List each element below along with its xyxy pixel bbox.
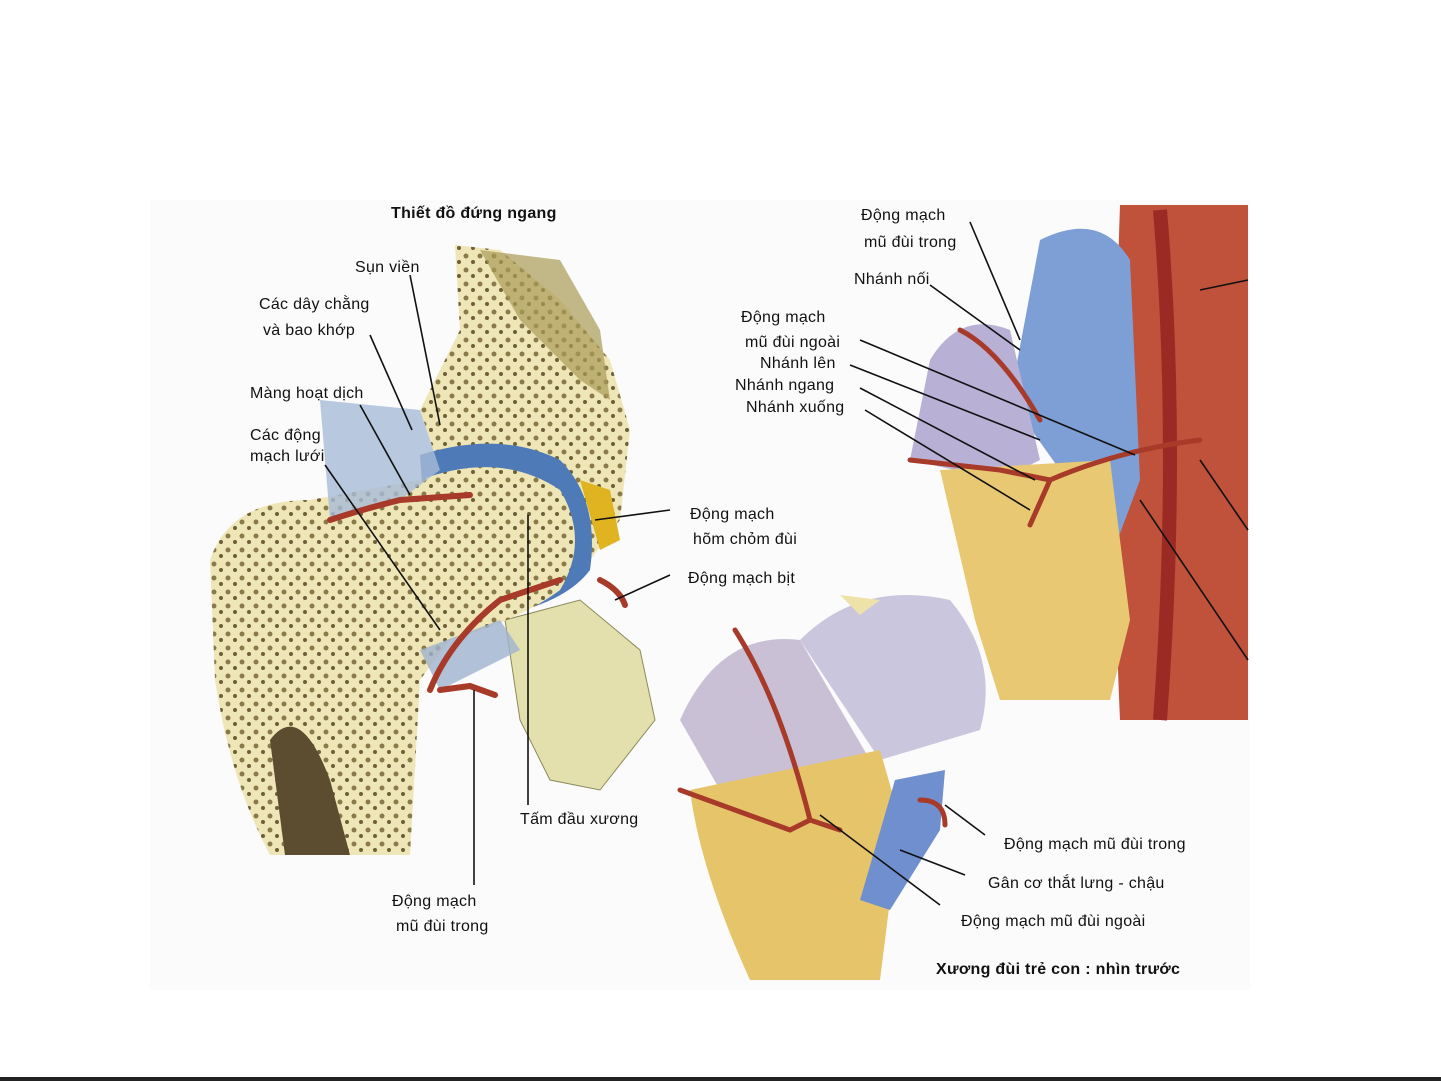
label-dm-mu-dui-trong-bottom: Động mạch mũ đùi trong (1004, 836, 1186, 853)
label-dm-bit: Động mạch bịt (688, 570, 796, 587)
label-dm-hom-chom-line1: Động mạch (690, 506, 775, 523)
arteries-right-bottom (677, 627, 948, 833)
label-dong-mach-luoi-line1: Các động (250, 427, 321, 444)
label-day-chang-line1: Các dây chằng (259, 296, 370, 313)
label-nhanh-xuong: Nhánh xuống (746, 399, 845, 416)
femoral-head-child (800, 595, 986, 760)
leader-lines (324, 221, 1249, 906)
child-femur-view (677, 595, 986, 980)
label-dm-mu-dui-trong-right-line2: mũ đùi trong (864, 234, 957, 251)
label-nhanh-ngang: Nhánh ngang (735, 377, 835, 394)
label-dm-mu-dui-ngoai-bottom: Động mạch mũ đùi ngoài (961, 913, 1146, 930)
label-dong-mach-luoi-line2: mạch lưới (250, 448, 325, 465)
title-child-femur: Xương đùi trẻ con : nhìn trước (936, 961, 1181, 978)
fat-pad (580, 480, 620, 550)
medullary-cavity (270, 726, 350, 855)
arteries-right-top (907, 327, 1203, 528)
label-dm-mu-dui-ngoai-line1: Động mạch (741, 309, 826, 326)
arteries-left (327, 492, 628, 698)
label-dm-mu-dui-trong-left-line1: Động mạch (392, 893, 477, 910)
femur-anterior (940, 460, 1130, 700)
femoral-head-anterior (910, 324, 1040, 480)
label-dm-hom-chom-line2: hõm chỏm đùi (693, 531, 798, 548)
ilium-surface (480, 250, 610, 400)
ischium-bone (504, 599, 656, 791)
label-nhanh-noi: Nhánh nối (854, 271, 930, 288)
label-mang-hoat-dich: Màng hoạt dịch (250, 385, 364, 402)
label-nhanh-len: Nhánh lên (760, 355, 836, 372)
bottom-border (0, 1077, 1441, 1081)
label-sun-vien: Sụn viền (355, 259, 420, 276)
label-tam-dau-xuong: Tấm đầu xương (520, 811, 639, 828)
label-day-chang-line2: và bao khớp (263, 322, 356, 339)
anterior-view (907, 205, 1248, 721)
iliopsoas-tendon (860, 770, 945, 910)
femur-shaft-child (690, 750, 900, 980)
joint-capsule (320, 400, 440, 520)
femoral-artery (1153, 209, 1177, 721)
title-coronal-section: Thiết đồ đứng ngang (391, 205, 557, 222)
coronal-section (210, 245, 656, 855)
bone-fragment (840, 595, 880, 615)
label-dm-mu-dui-trong-left-line2: mũ đùi trong (396, 918, 489, 935)
label-dm-mu-dui-trong-right-line1: Động mạch (861, 207, 946, 224)
label-dm-mu-dui-ngoai-line2: mũ đùi ngoài (745, 334, 841, 351)
lower-capsule (420, 620, 520, 690)
label-gan-co-that-lung-chau: Gân cơ thắt lưng - chậu (988, 875, 1165, 892)
muscle (1115, 205, 1248, 720)
